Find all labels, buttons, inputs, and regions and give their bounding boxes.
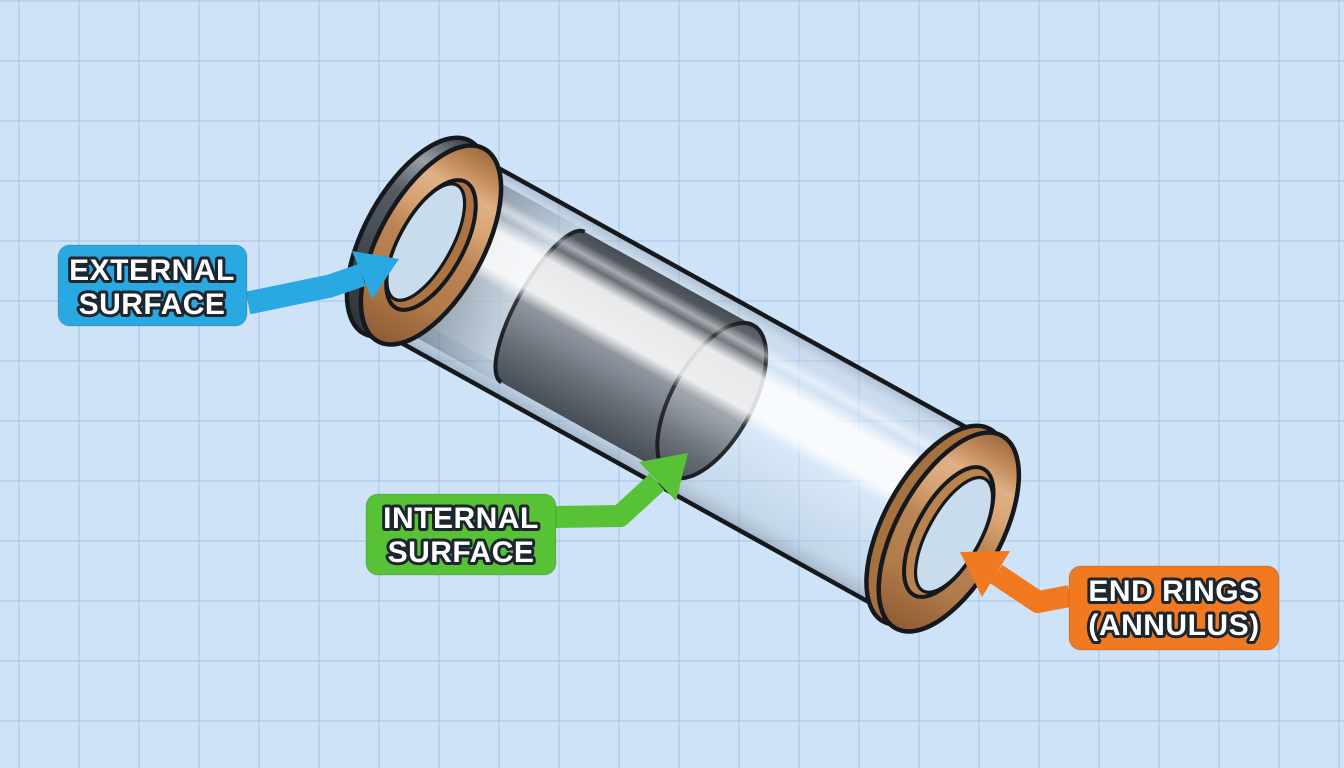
left-ring-hole (385, 182, 467, 302)
end-rings-callout-line1: END RINGS (1088, 575, 1259, 608)
internal-arrow-head-icon (639, 453, 688, 501)
end-rings-callout-line2: (ANNULUS) (1088, 609, 1259, 642)
external-arrow-shaft (245, 264, 366, 315)
internal-callout-line2: SURFACE (388, 536, 535, 569)
right-end-ring (864, 423, 1022, 634)
end-rings-arrow (960, 551, 1073, 613)
internal-callout-line1: INTERNAL (383, 502, 539, 535)
glass-highlight-stripes (368, 154, 1009, 621)
external-callout-box (57, 244, 248, 327)
external-surface-callout: EXTERNAL SURFACE (57, 244, 248, 327)
external-callout-line2: SURFACE (79, 288, 226, 321)
external-callout-line1: EXTERNAL (69, 254, 235, 287)
internal-surface-callout: INTERNAL SURFACE (365, 493, 557, 576)
right-ring-hole (913, 475, 995, 594)
internal-surface-arrow (554, 453, 688, 528)
left-end-ring (344, 135, 504, 347)
end-rings-callout: END RINGS (ANNULUS) (1068, 565, 1280, 651)
external-arrow-head-icon (352, 251, 399, 299)
hollow-cylinder (344, 135, 1022, 634)
end-rings-arrow-head-icon (960, 551, 1010, 597)
internal-arrow-shaft (554, 473, 665, 528)
internal-callout-box (365, 493, 557, 576)
end-rings-callout-box (1068, 565, 1280, 651)
external-surface-arrow (245, 251, 399, 315)
end-rings-arrow-shaft (989, 564, 1073, 613)
